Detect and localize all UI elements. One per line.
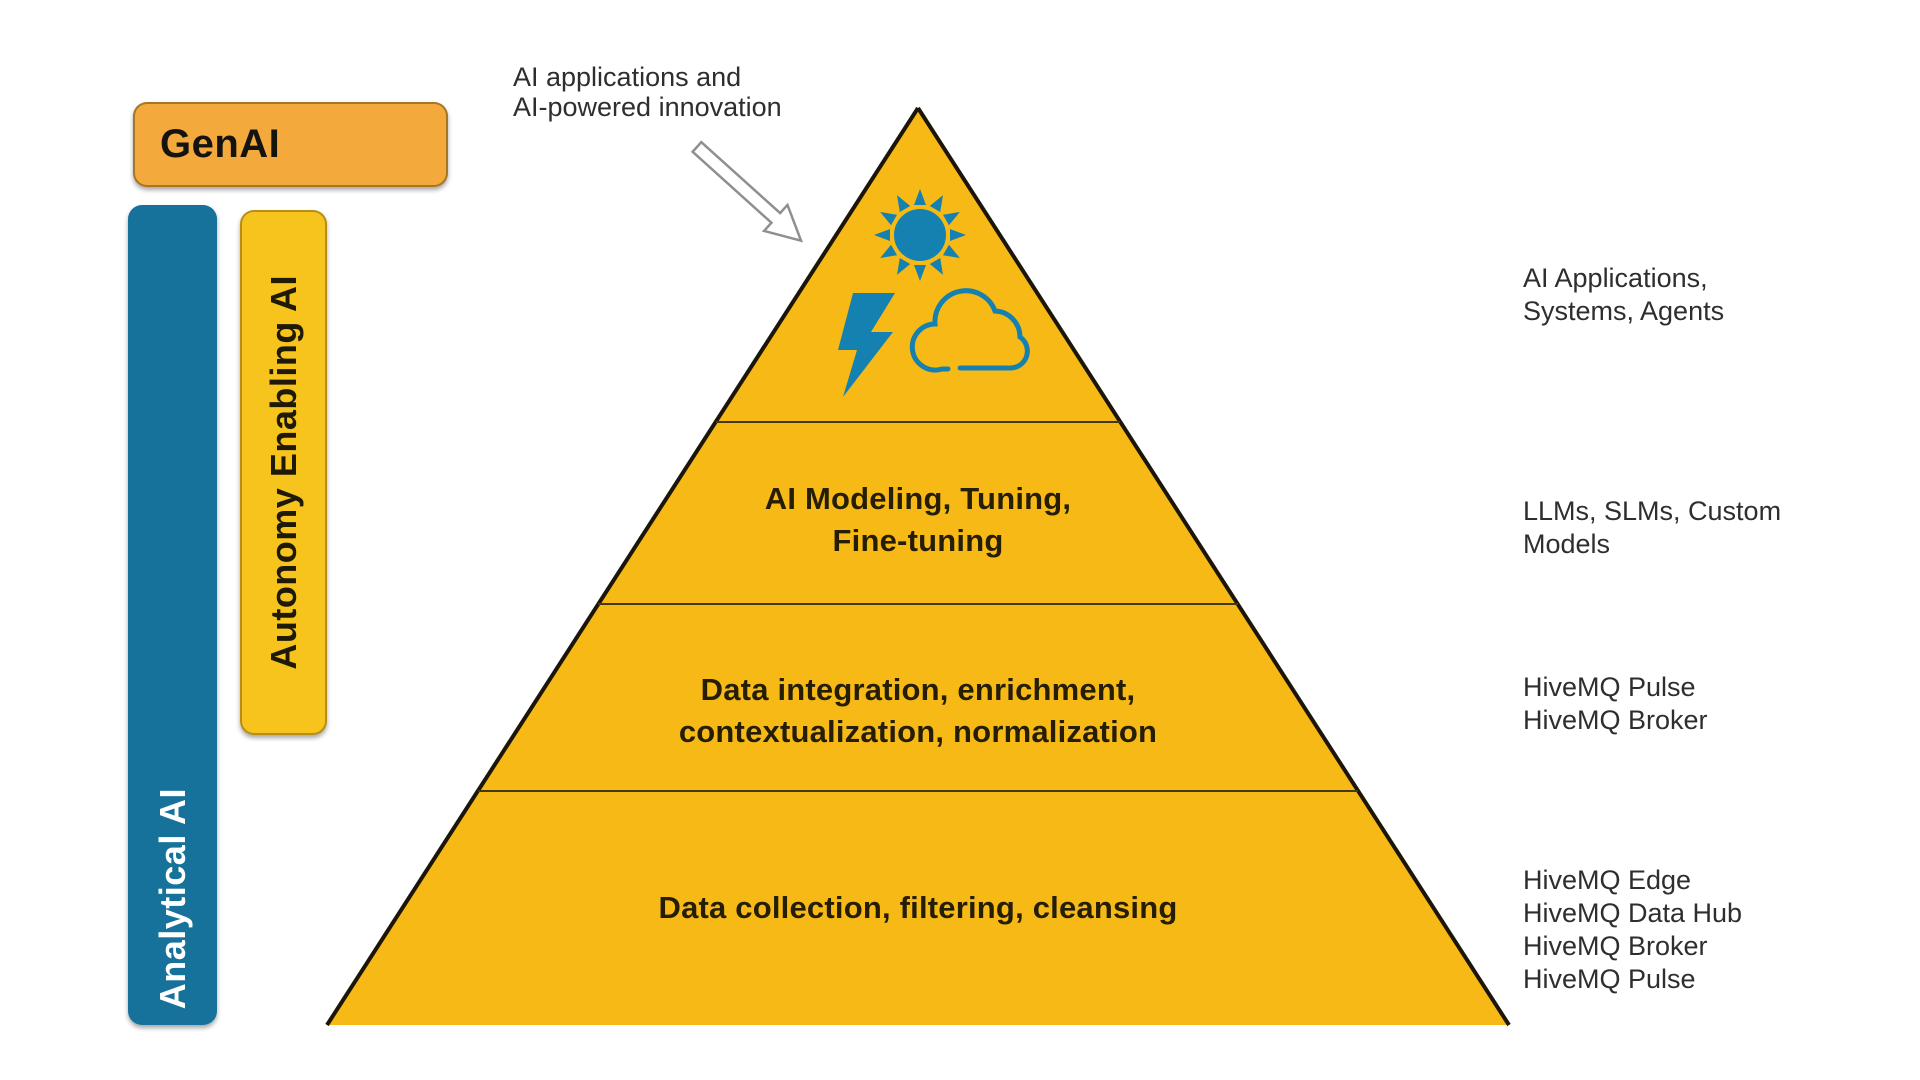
tier-label-line: AI Modeling, Tuning, <box>764 481 1072 516</box>
legend-autonomy-enabling-ai-label: Autonomy Enabling AI <box>262 275 304 670</box>
pyramid-left-edge <box>325 106 920 1027</box>
tier-label-line: Data integration, enrichment, <box>700 672 1136 707</box>
side-label-line: HiveMQ Pulse <box>1523 964 1696 994</box>
side-label-hivemq-edge-stack: HiveMQ Edge HiveMQ Data Hub HiveMQ Broke… <box>1523 864 1863 996</box>
legend-analytical-ai-bar: Analytical AI <box>128 205 217 1025</box>
side-label-llms: LLMs, SLMs, Custom Models <box>1523 495 1863 561</box>
side-label-line: HiveMQ Edge <box>1523 865 1692 895</box>
tier-label-line: contextualization, normalization <box>678 714 1158 749</box>
side-label-line: LLMs, SLMs, Custom <box>1523 496 1782 526</box>
tier-label-data-integration: Data integration, enrichment, contextual… <box>618 669 1218 753</box>
side-label-line: Models <box>1523 529 1611 559</box>
cloud-icon <box>909 288 1030 373</box>
tier-label-ai-modeling: AI Modeling, Tuning, Fine-tuning <box>618 478 1218 562</box>
side-label-ai-applications: AI Applications, Systems, Agents <box>1523 262 1863 328</box>
sun-icon <box>874 189 966 281</box>
pyramid-right-edge <box>916 106 1511 1027</box>
tier-label-line: Fine-tuning <box>832 523 1004 558</box>
tier-label-line: Data collection, filtering, cleansing <box>658 890 1178 925</box>
legend-genai-label: GenAI <box>160 122 281 166</box>
side-label-line: HiveMQ Data Hub <box>1523 898 1743 928</box>
side-label-line: AI Applications, <box>1523 263 1708 293</box>
side-label-hivemq-pulse-broker: HiveMQ Pulse HiveMQ Broker <box>1523 671 1863 737</box>
lightning-bolt-icon <box>838 293 895 397</box>
tier-label-data-collection: Data collection, filtering, cleansing <box>568 887 1268 929</box>
annotation-line: AI applications and <box>513 62 742 92</box>
pyramid-shape <box>327 108 1509 1025</box>
legend-autonomy-enabling-ai-bar: Autonomy Enabling AI <box>240 210 327 735</box>
arrow-down-right-icon <box>690 140 804 243</box>
legend-analytical-ai-label: Analytical AI <box>151 787 193 1009</box>
side-label-line: Systems, Agents <box>1523 296 1725 326</box>
side-label-line: HiveMQ Broker <box>1523 705 1708 735</box>
side-label-line: HiveMQ Pulse <box>1523 672 1696 702</box>
annotation-line: AI-powered innovation <box>513 92 782 122</box>
legend-genai: GenAI <box>133 102 448 187</box>
annotation-text: AI applications and AI-powered innovatio… <box>513 62 782 122</box>
side-label-line: HiveMQ Broker <box>1523 931 1708 961</box>
